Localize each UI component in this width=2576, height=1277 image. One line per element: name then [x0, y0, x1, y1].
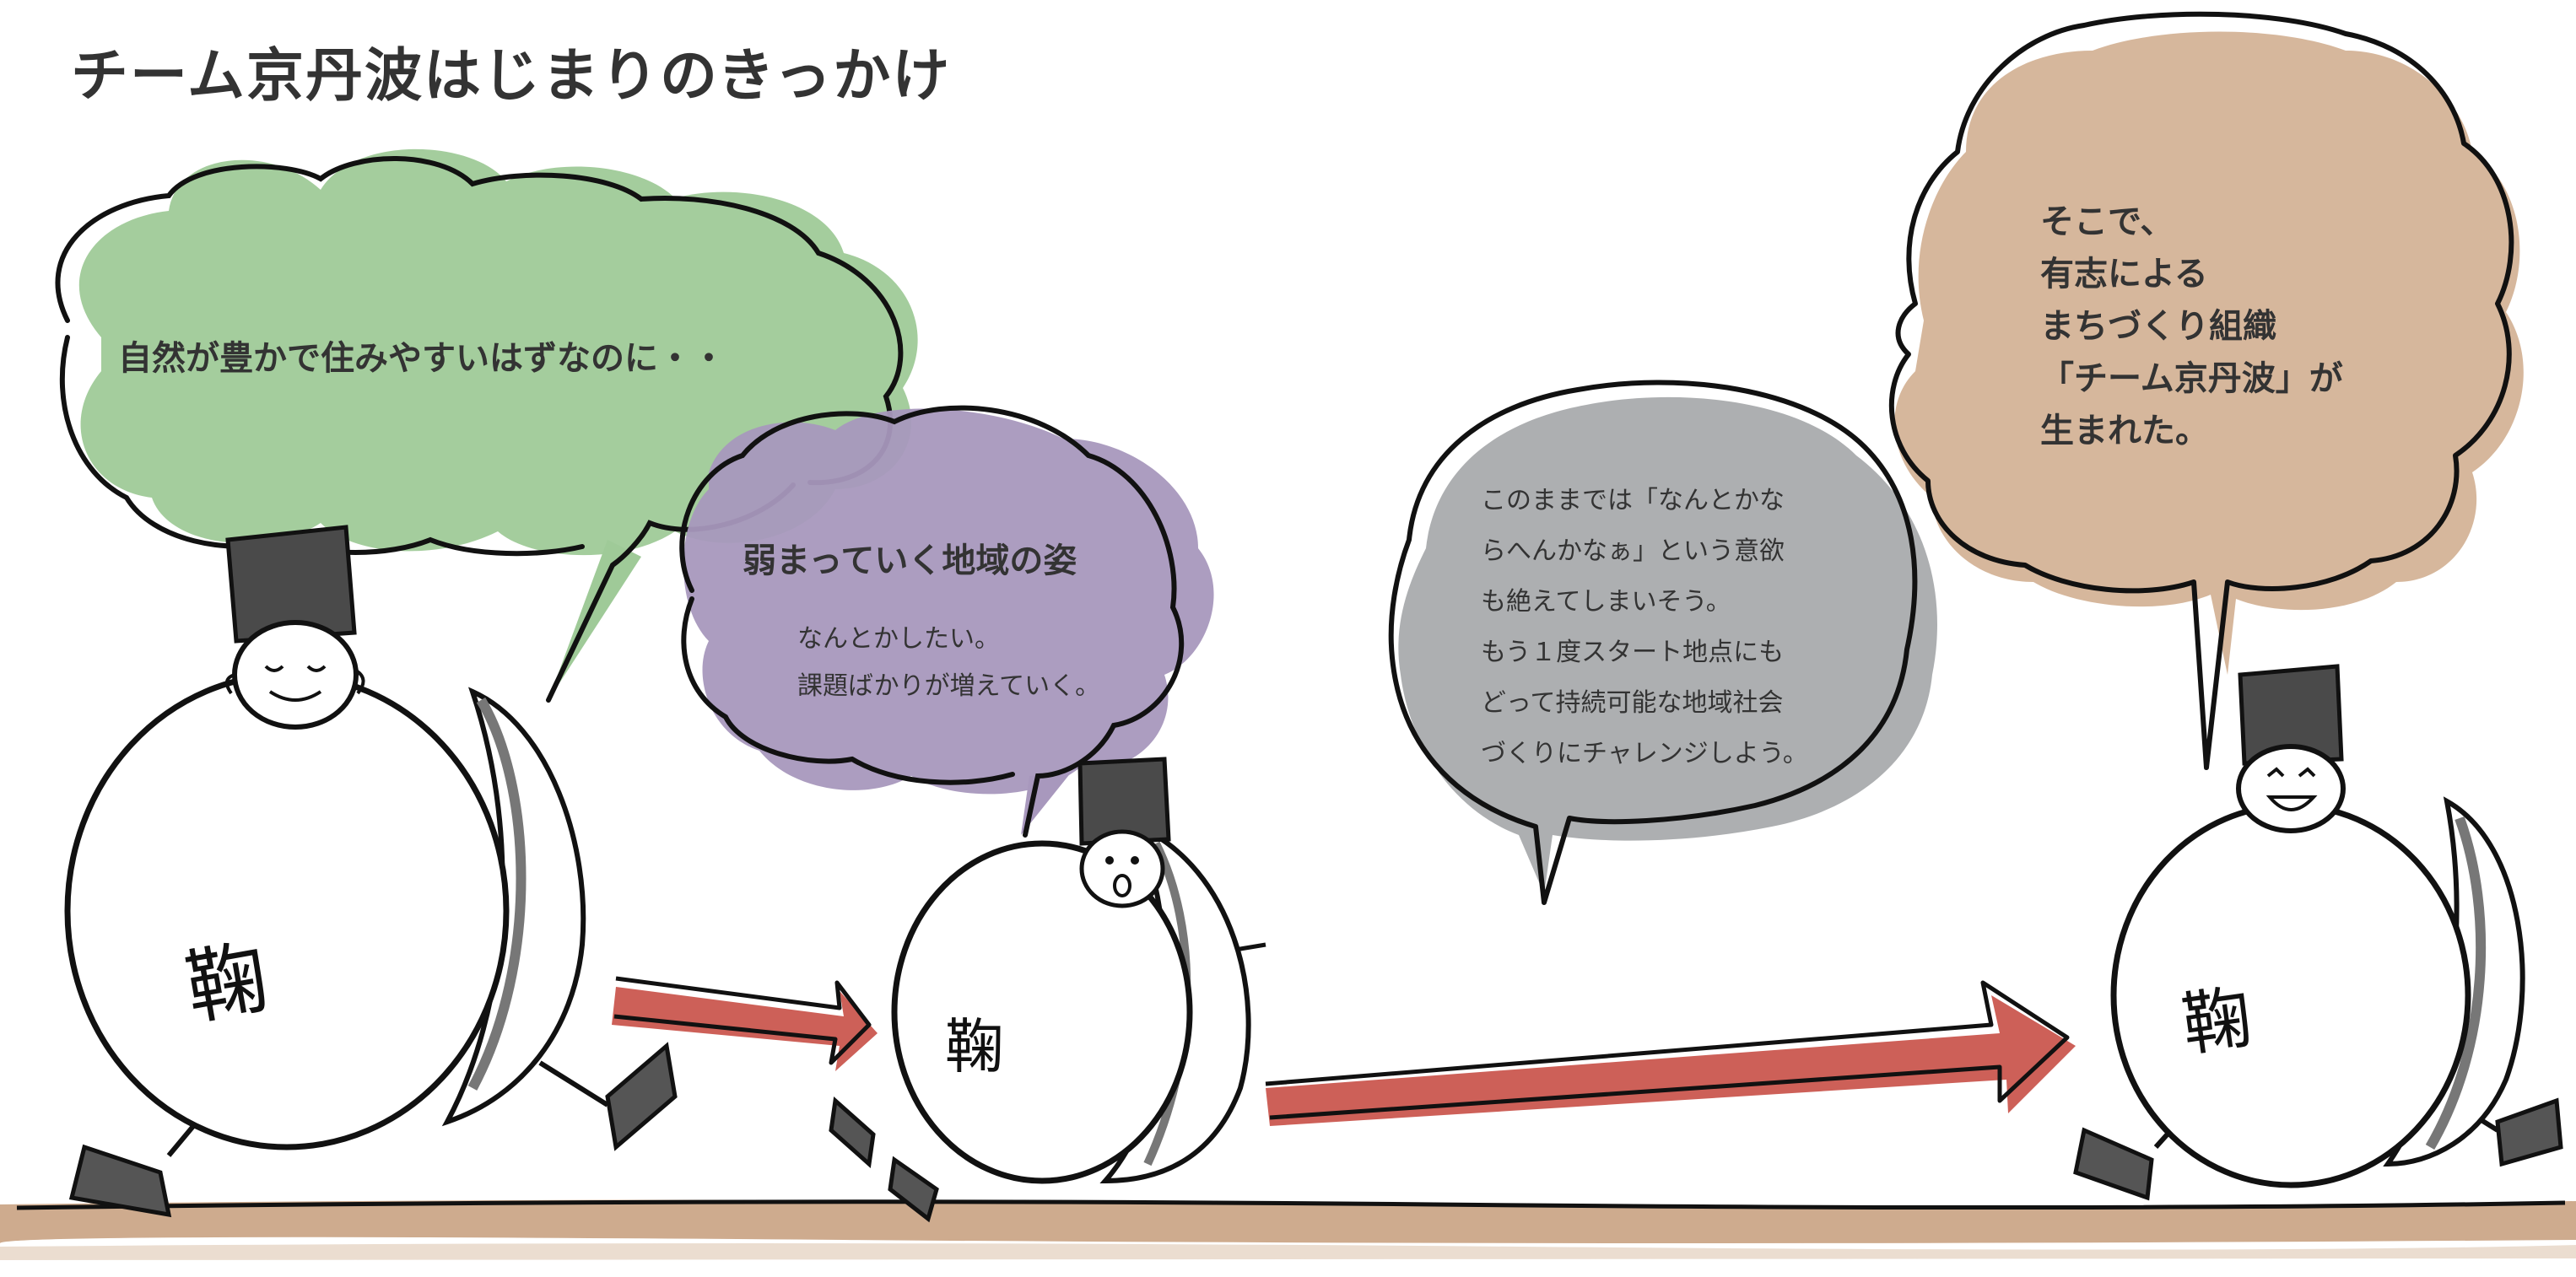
tan-bubble-line: そこで、 [2040, 202, 2174, 241]
gray-bubble-line: も絶えてしまいそう。 [1481, 587, 1731, 617]
svg-text:鞠: 鞠 [179, 929, 275, 1037]
purple-bubble-line: なんとかしたい。 [797, 624, 1000, 654]
gray-bubble-body: このままでは「なんとかな らへんかなぁ」という意欲 も絶えてしまいそう。 もう１… [1481, 476, 1808, 779]
tan-bubble-body: そこで、 有志による まちづくり組織 「チーム京丹波」が 生まれた。 [2040, 196, 2343, 457]
tan-bubble-line: まちづくり組織 [2040, 307, 2276, 346]
small-red-arrow [612, 976, 878, 1071]
svg-text:鞠: 鞠 [2177, 978, 2256, 1066]
character-small-surprised: 鞠 [829, 757, 1266, 1223]
character-right-smiling: 鞠 [2073, 664, 2563, 1201]
svg-text:鞠: 鞠 [945, 1012, 1004, 1081]
gray-bubble-line: このままでは「なんとかな [1481, 486, 1785, 515]
gray-speech-bubble [1388, 380, 1937, 905]
gray-bubble-line: どって持続可能な地域社会 [1481, 688, 1784, 718]
purple-speech-bubble [679, 405, 1214, 838]
tan-speech-bubble [1888, 11, 2524, 770]
tan-bubble-line: 有志による [2040, 255, 2208, 294]
tan-bubble-line: 「チーム京丹波」が [2040, 359, 2343, 398]
purple-bubble-body: なんとかしたい。 課題ばかりが増えていく。 [797, 616, 1100, 710]
purple-bubble-line: 課題ばかりが増えていく。 [797, 671, 1101, 701]
gray-bubble-line: もう１度スタート地点にも [1481, 638, 1785, 667]
gray-bubble-line: づくりにチャレンジしよう。 [1481, 739, 1808, 768]
ground [0, 1199, 2576, 1260]
large-red-arrow [1265, 980, 2076, 1126]
green-bubble-text: 自然が豊かで住みやすいはずなのに・・ [118, 339, 726, 378]
tan-bubble-line: 生まれた。 [2040, 412, 2209, 450]
gray-bubble-line: らへんかなぁ」という意欲 [1481, 536, 1785, 566]
purple-bubble-title: 弱まっていく地域の姿 [743, 542, 1077, 580]
page-title: チーム京丹波はじまりのきっかけ [71, 43, 952, 110]
character-large-closed-eyes: 鞠 [64, 525, 678, 1218]
